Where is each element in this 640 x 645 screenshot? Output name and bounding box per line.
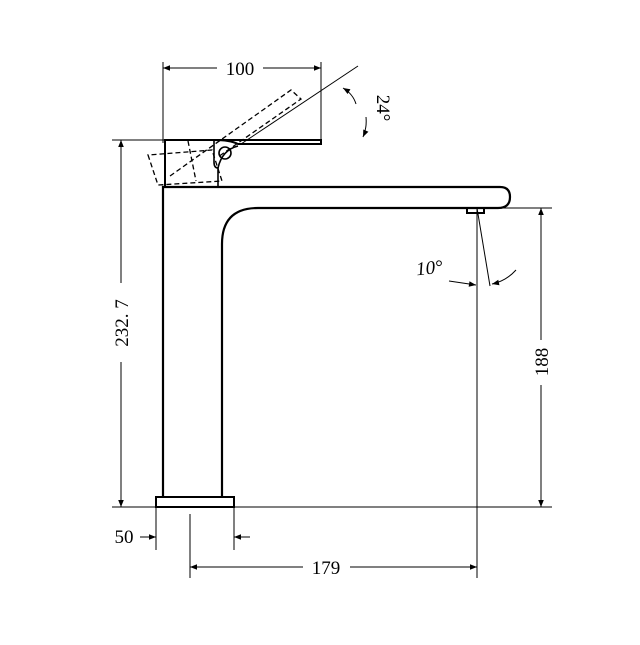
- faucet-body: [161, 185, 512, 497]
- handle-angle-line: [240, 65, 359, 145]
- handle-pivot: [218, 146, 232, 160]
- raised-handle-lever: [169, 89, 303, 177]
- dim-10-left-arrow: [448, 280, 477, 287]
- base-plate: [155, 496, 235, 508]
- dim-label-handle-reach: 100: [226, 59, 255, 80]
- raised-handle-body: [147, 149, 223, 186]
- handle-joint: [213, 140, 219, 186]
- extension-lines: [112, 62, 552, 578]
- dim-label-handle-angle: 24°: [372, 95, 393, 122]
- dim-24-arc-bottom: [362, 116, 369, 138]
- aerator: [466, 208, 485, 214]
- handle-curve: [217, 145, 239, 169]
- dim-label-base-width: 50: [115, 527, 134, 548]
- dim-24-arc-top: [342, 87, 357, 105]
- dim-10-right-arrow: [491, 269, 517, 286]
- lever-handle: [164, 139, 322, 186]
- dim-label-overall-height: 232. 7: [112, 299, 133, 347]
- faucet-outline: [147, 89, 512, 508]
- dim-label-spout-angle: 10°: [415, 257, 444, 281]
- dim-label-spout-reach: 179: [312, 558, 341, 579]
- spout-angle-line: [476, 207, 491, 287]
- dim-label-spout-height: 188: [532, 348, 553, 377]
- dimension-lines: [118, 65, 544, 570]
- raised-handle-divider: [187, 140, 197, 182]
